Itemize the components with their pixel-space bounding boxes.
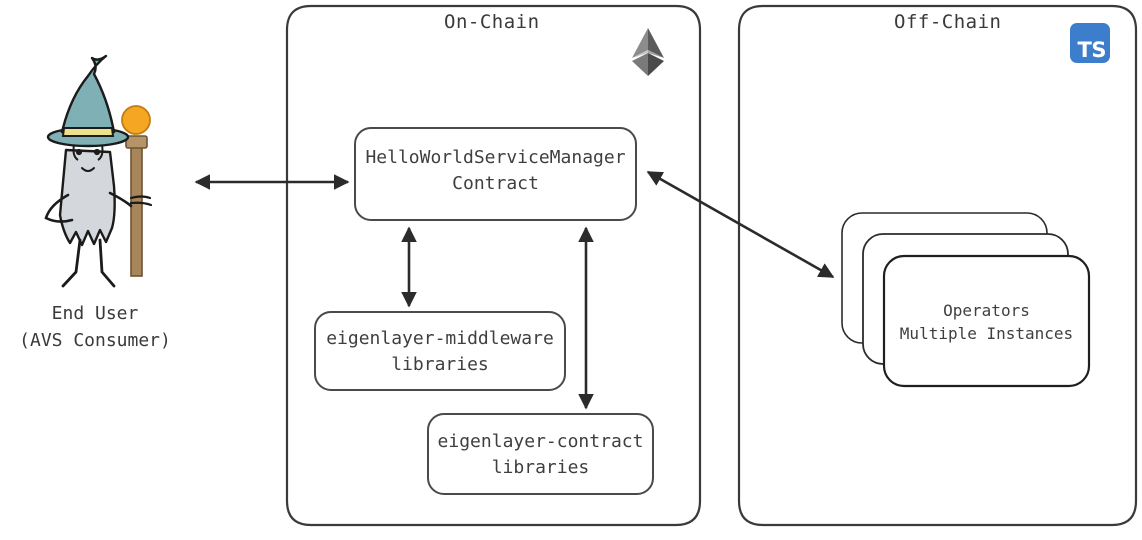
panel-title-on-chain: On-Chain [434,11,550,33]
end-user-caption-line1: End User [51,303,139,324]
panel-title-off-chain: Off-Chain [884,11,1012,33]
wizard-illustration [44,54,153,288]
ethereum-icon [632,28,664,76]
typescript-icon: TS [1070,23,1110,63]
typescript-icon-label: TS [1077,38,1107,62]
arrow-contract-to-operators [646,170,835,279]
node-operators-stack [841,212,1091,388]
node-contract-libraries [427,413,654,495]
end-user-caption-line2: (AVS Consumer) [19,330,171,351]
node-service-manager [354,127,637,221]
node-middleware-libraries [314,311,566,391]
